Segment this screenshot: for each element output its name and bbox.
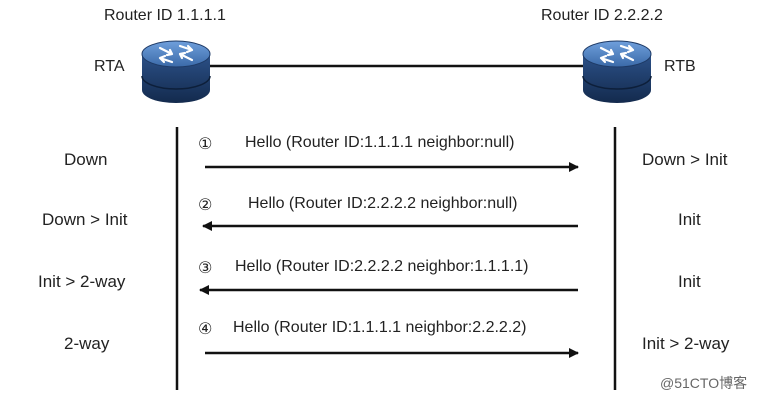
step-2-message: Hello (Router ID:2.2.2.2 neighbor:null)	[248, 195, 518, 212]
rtb-state-step-2: Init	[678, 210, 701, 229]
rtb-state-step-1: Down > Init	[642, 150, 728, 169]
step-2-number: ②	[198, 197, 213, 214]
rtb-state-step-4: Init > 2-way	[642, 334, 730, 353]
watermark: @51CTO博客	[660, 375, 748, 391]
rta-router-id: Router ID 1.1.1.1	[104, 7, 226, 24]
rta-state-step-4: 2-way	[64, 334, 110, 353]
rta-state-step-1: Down	[64, 150, 108, 169]
step-4-number: ④	[198, 321, 213, 338]
rtb-state-step-3: Init	[678, 272, 701, 291]
step-3-number: ③	[198, 260, 213, 277]
rta-state-step-2: Down > Init	[42, 210, 128, 229]
step-3-message: Hello (Router ID:2.2.2.2 neighbor:1.1.1.…	[235, 258, 529, 275]
step-1-message: Hello (Router ID:1.1.1.1 neighbor:null)	[245, 134, 515, 151]
router-rta-icon	[141, 40, 211, 103]
step-1-number: ①	[198, 136, 213, 153]
rtb-router-id: Router ID 2.2.2.2	[541, 7, 663, 24]
router-rtb-icon	[582, 40, 652, 103]
rtb-name: RTB	[664, 58, 696, 75]
rta-state-step-3: Init > 2-way	[38, 272, 126, 291]
rta-name: RTA	[94, 58, 125, 75]
step-4-message: Hello (Router ID:1.1.1.1 neighbor:2.2.2.…	[233, 319, 527, 336]
